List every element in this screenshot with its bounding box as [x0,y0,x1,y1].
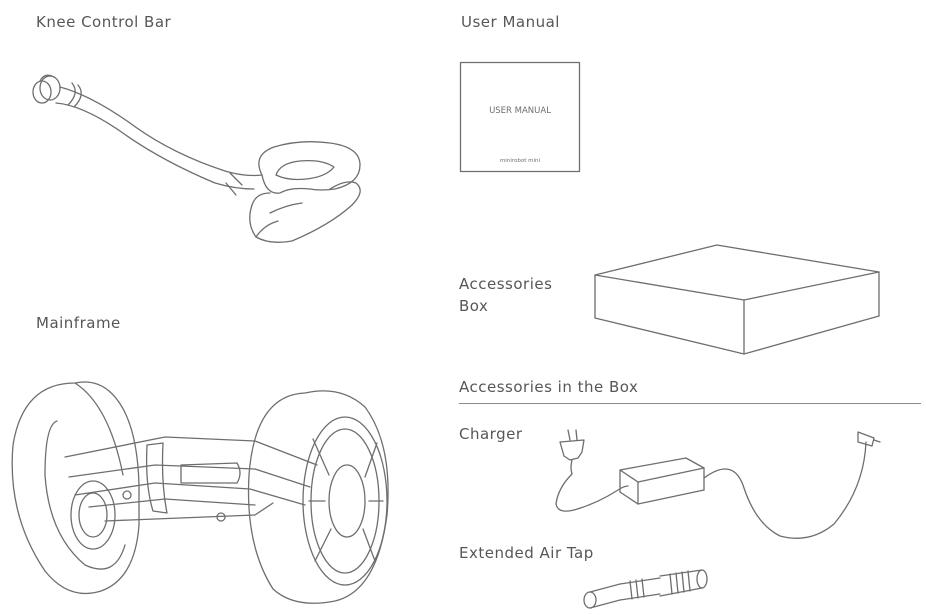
accessories-box-illustration [594,244,880,355]
label-knee-control-bar: Knee Control Bar [36,13,172,31]
charger-illustration [555,429,881,539]
label-user-manual: User Manual [461,13,560,31]
label-mainframe: Mainframe [36,314,121,332]
label-accessories-in-the-box: Accessories in the Box [459,378,639,396]
label-extended-air-tap: Extended Air Tap [459,544,594,562]
manual-cover-brand: minirobot mini [500,158,541,164]
extended-air-tap-illustration [583,569,708,609]
label-charger: Charger [459,425,523,443]
user-manual-illustration: USER MANUAL minirobot mini [459,61,581,173]
knee-control-bar-illustration [32,74,361,243]
section-divider [459,403,921,404]
manual-cover-title: USER MANUAL [489,106,551,116]
mainframe-illustration [11,381,389,604]
label-accessories-box: Accessories Box [459,275,553,315]
